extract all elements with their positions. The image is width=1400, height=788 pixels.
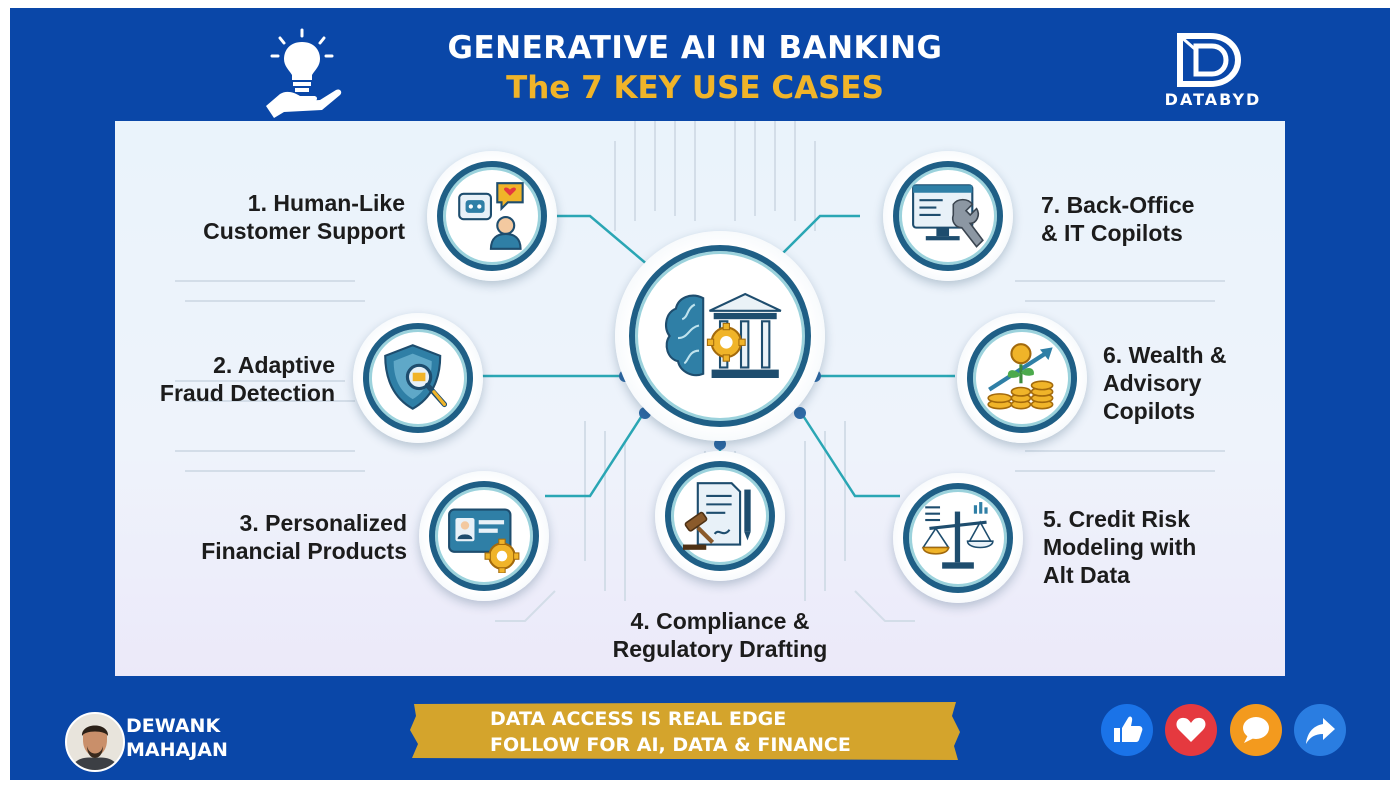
brand-logo: DATABYD — [1158, 30, 1268, 120]
card-gear-icon — [448, 508, 520, 573]
label-use-case-6: 6. Wealth & Advisory Copilots — [1103, 342, 1227, 424]
center-node — [615, 231, 825, 441]
document-gavel-icon — [683, 482, 751, 550]
node-compliance-drafting — [655, 451, 785, 581]
brain-bank-gear-icon — [665, 292, 782, 378]
databyd-logo-icon — [1177, 33, 1242, 87]
shield-magnifier-icon — [384, 344, 448, 410]
poster-frame: GENERATIVE AI IN BANKING The 7 KEY USE C… — [10, 8, 1390, 780]
node-fraud-detection — [353, 313, 483, 443]
author-avatar — [65, 712, 125, 772]
like-button[interactable] — [1101, 704, 1153, 756]
person-avatar-icon — [67, 714, 123, 770]
page-subtitle: The 7 KEY USE CASES — [506, 70, 884, 106]
label-use-case-1: 1. Human-Like Customer Support — [203, 190, 405, 244]
monitor-wrench-icon — [912, 184, 984, 248]
heart-icon — [1176, 717, 1206, 742]
diagram-panel: 1. Human-Like Customer Support 2. Adapti… — [115, 121, 1285, 676]
node-financial-products — [419, 471, 549, 601]
chatbot-support-icon — [458, 182, 524, 250]
share-button[interactable] — [1294, 704, 1346, 756]
label-use-case-2: 2. Adaptive Fraud Detection — [159, 352, 335, 406]
label-use-case-7: 7. Back-Office & IT Copilots — [1041, 192, 1195, 246]
lightbulb-hand-icon — [266, 28, 342, 118]
page-title: GENERATIVE AI IN BANKING — [447, 30, 943, 66]
label-use-case-5: 5. Credit Risk Modeling with Alt Data — [1043, 506, 1197, 588]
author-name: DEWANK MAHAJAN — [126, 715, 228, 761]
footer-banner-text: DATA ACCESS IS REAL EDGE FOLLOW FOR AI, … — [490, 708, 851, 756]
label-use-case-3: 3. Personalized Financial Products — [201, 510, 407, 564]
comment-icon — [1243, 717, 1269, 743]
node-credit-risk — [893, 473, 1023, 603]
label-use-case-4: 4. Compliance & Regulatory Drafting — [612, 608, 828, 662]
share-arrow-icon — [1306, 718, 1335, 744]
coins-growth-icon — [987, 343, 1054, 410]
circuit-connectors — [175, 121, 1225, 622]
scales-chart-icon — [921, 502, 994, 569]
brand-name: DATABYD — [1164, 90, 1262, 109]
node-customer-support — [427, 151, 557, 281]
node-wealth-advisory — [957, 313, 1087, 443]
comment-button[interactable] — [1230, 704, 1282, 756]
thumbs-up-icon — [1114, 716, 1143, 742]
node-back-office — [883, 151, 1013, 281]
love-button[interactable] — [1165, 704, 1217, 756]
footer-banner-strip — [410, 702, 960, 760]
